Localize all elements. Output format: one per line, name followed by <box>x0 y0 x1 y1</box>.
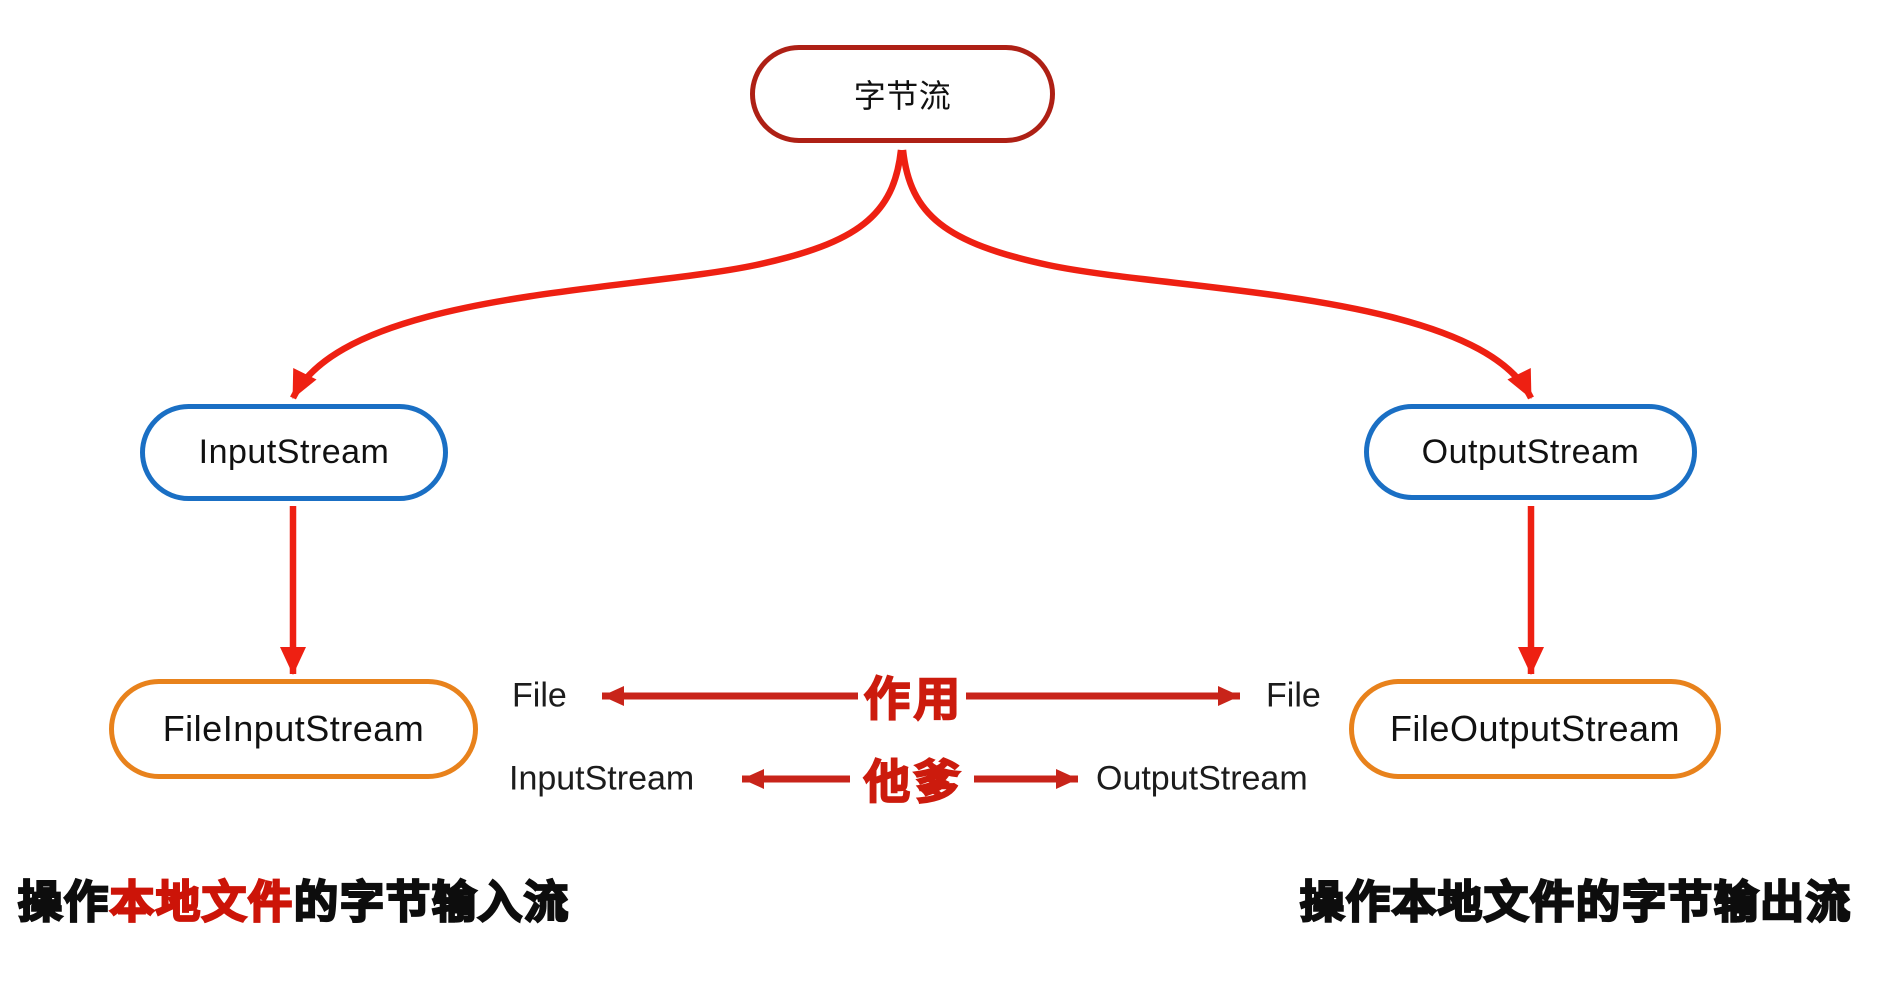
parent-label: 他爹 <box>863 755 964 809</box>
purpose-left-target: File <box>512 676 567 715</box>
caption-left-suffix: 的字节输入流 <box>293 877 570 929</box>
node-byte-stream-label: 字节流 <box>853 78 952 114</box>
parent-right-target: OutputStream <box>1096 759 1308 798</box>
caption-byte-input-stream: 操作本地文件的字节输入流 <box>17 866 570 930</box>
node-file-output-stream: FileOutputStream <box>1349 679 1721 779</box>
node-file-input-stream-label: FileInputStream <box>162 708 425 749</box>
edge-bytestream-to-outputstream <box>899 149 1534 400</box>
node-output-stream: OutputStream <box>1364 404 1697 500</box>
purpose-right-target: File <box>1266 676 1321 715</box>
node-input-stream: InputStream <box>140 404 448 501</box>
caption-left-prefix: 操作 <box>17 877 110 929</box>
edge-bytestream-to-inputstream <box>290 149 905 400</box>
caption-byte-output-stream: 操作本地文件的字节输出流 <box>1299 877 1852 929</box>
purpose-label: 作用 <box>863 672 964 726</box>
node-output-stream-label: OutputStream <box>1421 432 1640 471</box>
parent-left-target: InputStream <box>509 759 695 798</box>
node-file-input-stream: FileInputStream <box>109 679 478 779</box>
node-byte-stream: 字节流 <box>750 45 1055 143</box>
node-file-output-stream-label: FileOutputStream <box>1389 708 1681 749</box>
caption-left-highlight: 本地文件 <box>109 877 294 929</box>
node-input-stream-label: InputStream <box>198 433 390 471</box>
